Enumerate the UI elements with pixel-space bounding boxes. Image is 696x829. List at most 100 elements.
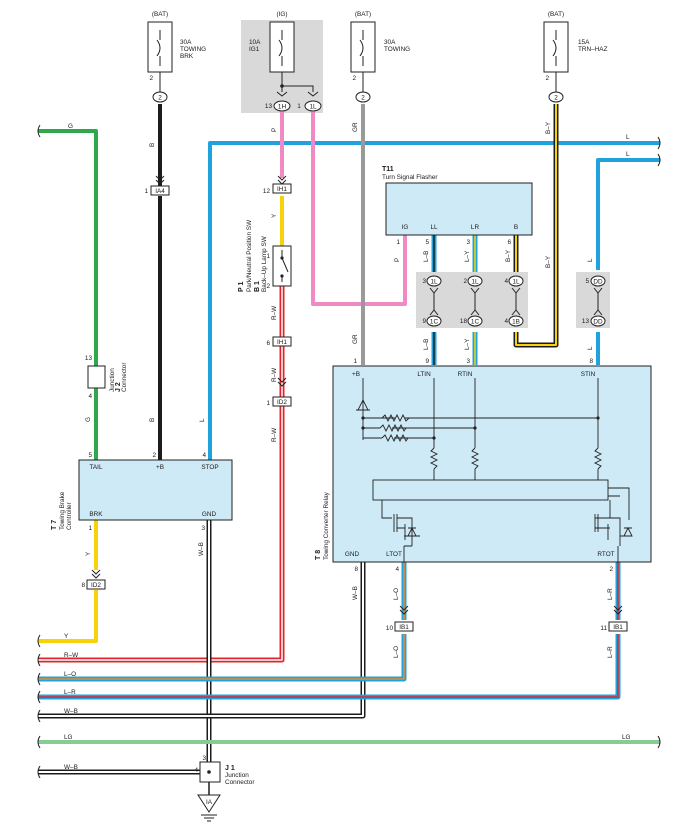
svg-text:1: 1 [266, 400, 270, 407]
b1-name: Back–Up Lamp SW [261, 235, 268, 292]
svg-text:GND: GND [345, 551, 360, 558]
fuse-name: TRN–HAZ [578, 46, 608, 53]
svg-text:L: L [587, 346, 594, 350]
svg-text:R–W: R–W [271, 427, 278, 442]
svg-text:P: P [271, 128, 278, 132]
p1-code: P 1 [238, 282, 245, 292]
svg-text:W–B: W–B [198, 542, 205, 556]
svg-text:6: 6 [266, 340, 270, 347]
svg-text:2: 2 [149, 75, 153, 82]
svg-text:IA: IA [206, 799, 213, 806]
t11-pins: IG LL LR B 1 5 3 6 [396, 224, 518, 246]
svg-text:1: 1 [88, 525, 92, 532]
svg-text:1: 1 [297, 103, 301, 110]
p1-name: Park/Neutral Position SW [246, 219, 253, 292]
svg-text:4: 4 [504, 278, 508, 285]
svg-text:L: L [199, 418, 206, 422]
break-marks-left [37, 124, 41, 779]
svg-text:1: 1 [396, 239, 400, 246]
fuse-name: TOWING [384, 46, 410, 53]
p1-switch: 1 2 [266, 245, 292, 290]
svg-text:4: 4 [88, 393, 92, 400]
svg-text:DD: DD [593, 319, 603, 326]
svg-text:4: 4 [194, 767, 198, 774]
t11-box [385, 182, 533, 236]
fuse-name: IG1 [249, 46, 260, 53]
connector-ih1-lower: 6 IH1 1 ID2 [266, 336, 292, 407]
svg-text:5: 5 [425, 239, 429, 246]
svg-text:LTOT: LTOT [386, 551, 402, 558]
svg-text:1L: 1L [309, 104, 317, 111]
svg-text:2: 2 [158, 95, 162, 102]
fuse-towing: (BAT) 30A TOWING [350, 11, 410, 92]
svg-text:Junction: Junction [225, 772, 249, 779]
connector-id2-y: 8 ID2 [81, 569, 106, 590]
svg-text:IB1: IB1 [613, 624, 623, 631]
t8-internal-circuit [356, 378, 633, 562]
svg-text:3: 3 [466, 239, 470, 246]
svg-text:4: 4 [504, 318, 508, 325]
break-marks-right [657, 136, 661, 749]
svg-text:T 7: T 7 [51, 520, 58, 530]
svg-text:13: 13 [582, 318, 590, 325]
connector-ib1-right: 11 IB1 [600, 605, 628, 632]
svg-text:ID2: ID2 [277, 399, 287, 406]
svg-text:B: B [149, 418, 156, 422]
fuse-source: (IG) [276, 11, 287, 18]
svg-text:2: 2 [554, 95, 558, 102]
svg-text:R–W: R–W [271, 367, 278, 382]
svg-text:W–B: W–B [64, 708, 78, 715]
svg-text:L–R: L–R [64, 689, 76, 696]
fuse-rating: 30A [180, 39, 192, 46]
svg-text:L: L [626, 151, 630, 158]
fuse-output-pins: 2 2 2 2 2 2 [149, 75, 564, 103]
svg-text:W–B: W–B [352, 586, 359, 600]
svg-text:Y: Y [271, 213, 278, 218]
svg-text:2: 2 [545, 75, 549, 82]
svg-text:1L: 1L [430, 279, 438, 286]
svg-text:2: 2 [609, 566, 613, 573]
svg-text:B: B [149, 143, 156, 147]
t7-box [78, 459, 233, 521]
svg-text:J 1: J 1 [225, 765, 235, 772]
connector-ib1-left: 10 IB1 [386, 605, 414, 632]
svg-text:Connector: Connector [121, 362, 128, 392]
fuse-rating: 15A [578, 39, 590, 46]
svg-text:IH1: IH1 [277, 339, 287, 346]
svg-text:BRK: BRK [89, 511, 103, 518]
svg-text:+B: +B [352, 371, 360, 378]
fuse-trn-haz: (BAT) 15A TRN–HAZ [543, 11, 608, 92]
b1-code: B 1 [254, 281, 261, 292]
svg-text:18: 18 [460, 318, 468, 325]
svg-text:IA4: IA4 [155, 188, 165, 195]
svg-text:P: P [394, 258, 401, 262]
t8-pins: 1 9 3 8 +B LTIN RTIN STIN GND LTOT RTOT … [345, 358, 615, 573]
svg-text:Towing Brake: Towing Brake [59, 491, 66, 530]
svg-text:TAIL: TAIL [89, 464, 102, 471]
fuse-source: (BAT) [355, 11, 371, 18]
svg-text:L–O: L–O [393, 588, 400, 600]
svg-text:L–Y: L–Y [464, 250, 471, 262]
t11-code: T11 [382, 166, 394, 173]
svg-text:LTIN: LTIN [417, 371, 431, 378]
t7-pins: 5 2 4 TAIL +B STOP BRK GND 1 3 [88, 452, 218, 532]
fuse-source: (BAT) [548, 11, 564, 18]
svg-text:2: 2 [352, 75, 356, 82]
svg-text:LL: LL [430, 224, 438, 231]
wire-labels: G L L B B G L P Y R–W R–W R–W GR GR P L–… [64, 121, 631, 771]
svg-text:LG: LG [622, 734, 631, 741]
t8-label: T 8 Towing Converter Relay [315, 491, 330, 560]
svg-text:ID2: ID2 [91, 582, 101, 589]
svg-text:8: 8 [354, 566, 358, 573]
svg-text:R–W: R–W [64, 652, 79, 659]
svg-text:T 8: T 8 [315, 550, 322, 560]
svg-text:+B: +B [156, 464, 164, 471]
svg-text:DD: DD [593, 279, 603, 286]
svg-text:Towing Converter Relay: Towing Converter Relay [323, 491, 330, 560]
svg-text:2: 2 [463, 278, 467, 285]
svg-text:L–R: L–R [607, 588, 614, 600]
svg-text:L: L [626, 134, 630, 141]
t11-name: Turn Signal Flasher [382, 174, 438, 181]
svg-text:L–R: L–R [607, 646, 614, 658]
